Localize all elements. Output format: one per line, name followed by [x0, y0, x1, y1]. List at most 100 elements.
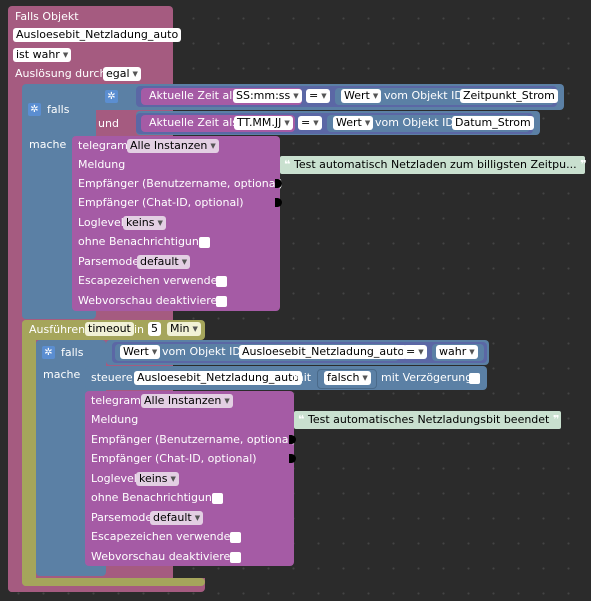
telegram2-recipient-user-label: Empfänger (Benutzername, optional) — [91, 433, 296, 446]
telegram-block-2[interactable] — [85, 391, 294, 566]
logic-value-dropdown[interactable]: wahr▼ — [436, 345, 478, 359]
telegram2-loglevel-dropdown[interactable]: keins▼ — [136, 472, 179, 486]
telegram1-message[interactable]: ❝ Test automatisch Netzladen zum billigs… — [280, 156, 587, 174]
trigger-by-label: Auslösung durch — [15, 67, 107, 80]
gear-icon[interactable]: ✲ — [28, 103, 41, 116]
telegram1-parsemode-value: default — [140, 255, 179, 268]
quote-close-icon: ❞ — [552, 413, 560, 426]
telegram1-recipient-chat-label: Empfänger (Chat-ID, optional) — [78, 196, 244, 209]
time-format-dropdown-2[interactable]: TT.MM.JJ▼ — [234, 116, 293, 130]
telegram2-message-text: Test automatisches Netzladungsbit beende… — [307, 413, 550, 426]
telegram1-message-text: Test automatisch Netzladen zum billigste… — [293, 158, 577, 171]
trigger-title: Falls Objekt — [15, 10, 79, 23]
object-id-2[interactable]: Datum_Strom — [452, 116, 534, 130]
logic-value: wahr — [439, 345, 467, 358]
chevron-down-icon: ▼ — [192, 325, 198, 333]
telegram1-label: telegram — [78, 139, 128, 152]
chevron-down-icon: ▼ — [284, 119, 290, 127]
chevron-down-icon: ▼ — [364, 119, 371, 127]
chevron-down-icon: ▼ — [210, 142, 216, 150]
chevron-down-icon: ▼ — [151, 348, 158, 356]
trigger-object-id[interactable]: Ausloesebit_Netzladung_auto — [13, 28, 182, 42]
telegram1-parsemode-dropdown[interactable]: default▼ — [137, 255, 191, 269]
telegram1-preview-checkbox[interactable] — [216, 296, 227, 307]
if2-falls-label: falls — [61, 346, 84, 359]
telegram2-escape-label: Escapezeichen verwenden — [91, 530, 238, 543]
value-type-value-3: Wert — [123, 345, 149, 358]
operator-dropdown-3[interactable]: =▼ — [403, 345, 427, 359]
chevron-down-icon: ▼ — [362, 374, 368, 382]
object-id-1[interactable]: Zeitpunkt_Strom — [460, 89, 558, 103]
operator-value-3: = — [406, 345, 416, 358]
telegram1-escape-label: Escapezeichen verwenden — [78, 274, 225, 287]
value-type-value-2: Wert — [336, 116, 362, 129]
quote-close-icon: ❞ — [580, 158, 587, 171]
telegram2-parsemode-dropdown[interactable]: default▼ — [150, 511, 204, 525]
telegram2-escape-checkbox[interactable] — [230, 532, 241, 543]
if1-und-label: und — [98, 117, 119, 130]
input-connector[interactable] — [289, 435, 296, 444]
telegram2-silent-checkbox[interactable] — [212, 493, 223, 504]
telegram1-recipient-user-label: Empfänger (Benutzername, optional) — [78, 177, 283, 190]
gear-icon[interactable]: ✲ — [42, 346, 55, 359]
telegram1-silent-label: ohne Benachrichtigung — [78, 235, 206, 248]
chevron-down-icon: ▼ — [157, 219, 163, 227]
quote-open-icon: ❝ — [298, 413, 305, 426]
telegram2-label: telegram — [91, 394, 141, 407]
control-object-id[interactable]: Ausloesebit_Netzladung_auto — [134, 371, 303, 385]
telegram1-escape-checkbox[interactable] — [216, 276, 227, 287]
telegram1-parsemode-label: Parsemode — [78, 255, 140, 268]
control-label: steuere — [91, 371, 133, 384]
control-value-dropdown[interactable]: falsch▼ — [324, 371, 371, 385]
telegram2-silent-label: ohne Benachrichtigung — [91, 491, 219, 504]
gear-icon[interactable]: ✲ — [105, 90, 118, 103]
trigger-condition-dropdown[interactable]: ist wahr▼ — [13, 48, 72, 62]
telegram2-message[interactable]: ❝ Test automatisches Netzladungsbit been… — [294, 411, 561, 429]
chevron-down-icon: ▼ — [132, 70, 138, 78]
if2-mache-label: mache — [43, 368, 81, 381]
input-connector[interactable] — [289, 454, 296, 463]
telegram2-parsemode-value: default — [153, 511, 192, 524]
trigger-by-dropdown[interactable]: egal▼ — [103, 67, 141, 81]
if1-falls-label: falls — [47, 103, 70, 116]
telegram2-instance-dropdown[interactable]: Alle Instanzen▼ — [141, 394, 233, 408]
control-delay-checkbox[interactable] — [469, 373, 480, 384]
operator-value-2: = — [301, 116, 311, 129]
telegram2-recipient-chat-label: Empfänger (Chat-ID, optional) — [91, 452, 257, 465]
operator-dropdown-2[interactable]: =▼ — [298, 116, 322, 130]
timeout-name[interactable]: timeout — [85, 322, 134, 336]
telegram1-silent-checkbox[interactable] — [199, 237, 210, 248]
telegram-block-1[interactable] — [72, 136, 280, 311]
telegram1-loglevel-dropdown[interactable]: keins▼ — [123, 216, 166, 230]
chevron-down-icon: ▼ — [194, 514, 201, 522]
telegram2-meldung-label: Meldung — [91, 413, 139, 426]
chevron-down-icon: ▼ — [313, 119, 319, 127]
chevron-down-icon: ▼ — [469, 348, 475, 356]
telegram1-instance-value: Alle Instanzen — [130, 139, 208, 152]
telegram2-preview-checkbox[interactable] — [230, 552, 241, 563]
value-type-dropdown-1[interactable]: Wert▼ — [341, 89, 382, 103]
object-id-3[interactable]: Ausloesebit_Netzladung_auto — [239, 345, 408, 359]
value-type-dropdown-2[interactable]: Wert▼ — [333, 116, 374, 130]
timeout-unit-dropdown[interactable]: Min▼ — [167, 322, 201, 336]
telegram2-loglevel-label: Loglevel — [91, 472, 137, 485]
telegram2-preview-label: Webvorschau deaktivieren — [91, 550, 238, 563]
telegram1-loglevel-label: Loglevel — [78, 216, 124, 229]
time-format-dropdown-1[interactable]: SS:mm:ss▼ — [233, 89, 302, 103]
chevron-down-icon: ▼ — [418, 348, 424, 356]
input-connector[interactable] — [275, 198, 282, 207]
trigger-condition-value: ist wahr — [16, 48, 60, 61]
value-type-dropdown-3[interactable]: Wert▼ — [120, 345, 161, 359]
time-prefix-1: Aktuelle Zeit als — [149, 89, 239, 102]
operator-dropdown-1[interactable]: =▼ — [306, 89, 330, 103]
chevron-down-icon: ▼ — [181, 258, 188, 266]
telegram1-instance-dropdown[interactable]: Alle Instanzen▼ — [127, 139, 219, 153]
if1-mache-label: mache — [29, 138, 67, 151]
input-connector[interactable] — [275, 179, 282, 188]
telegram2-parsemode-label: Parsemode — [91, 511, 153, 524]
control-with-label: mit — [293, 371, 312, 384]
time-format-value-2: TT.MM.JJ — [237, 116, 282, 129]
timeout-value[interactable]: 5 — [148, 322, 161, 336]
chevron-down-icon: ▼ — [293, 92, 299, 100]
telegram2-loglevel-value: keins — [139, 472, 168, 485]
